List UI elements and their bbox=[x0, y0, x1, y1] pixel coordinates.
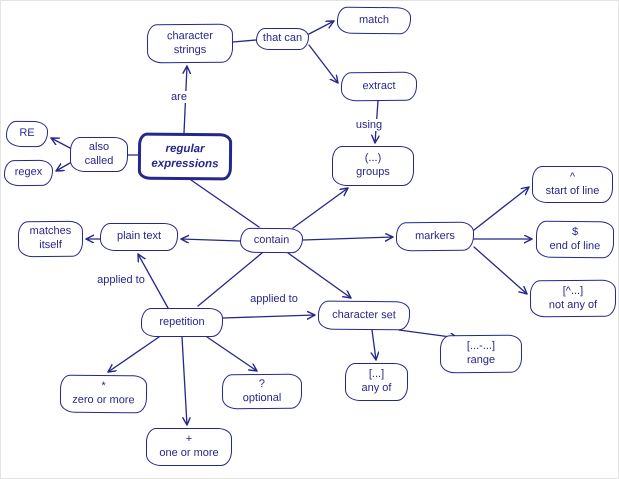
node-label: start of line bbox=[545, 184, 600, 197]
edge-repetition--plain-text bbox=[138, 254, 169, 309]
node-label: ^ bbox=[569, 170, 576, 183]
node-label: contain bbox=[253, 233, 290, 246]
node-label: repetition bbox=[159, 315, 205, 328]
node-label: plain text bbox=[116, 230, 162, 243]
node-markers[interactable]: markers bbox=[395, 221, 475, 252]
node-extract[interactable]: extract bbox=[340, 71, 418, 102]
node-label: that can bbox=[262, 32, 303, 45]
node-label: character bbox=[166, 29, 213, 42]
node-not-any-of[interactable]: [^...]not any of bbox=[529, 279, 617, 318]
node-label: * bbox=[101, 380, 106, 393]
edge-regular-expressions--contain bbox=[190, 179, 260, 228]
node-label: $ bbox=[571, 225, 579, 238]
edge-also-called--re bbox=[51, 138, 71, 149]
node-label: regex bbox=[14, 166, 43, 179]
node-label: [...-...] bbox=[466, 340, 496, 353]
node-label: ? bbox=[258, 377, 266, 390]
node-label: expressions bbox=[151, 157, 219, 170]
node-label: strings bbox=[173, 43, 207, 56]
link-label-using[interactable]: using bbox=[352, 119, 386, 131]
node-zero-or-more[interactable]: *zero or more bbox=[59, 374, 148, 414]
node-label: one or more bbox=[159, 447, 219, 459]
node-that-can[interactable]: that can bbox=[256, 28, 309, 50]
edge-also-called--regex bbox=[56, 162, 71, 171]
node-label: groups bbox=[356, 166, 390, 178]
edge-repetition--zero-or-more bbox=[108, 336, 160, 372]
edge-that-can--match bbox=[308, 21, 334, 35]
node-any-of[interactable]: [...]any of bbox=[345, 363, 408, 401]
node-label: (...) bbox=[364, 152, 382, 165]
node-re[interactable]: RE bbox=[5, 120, 49, 148]
node-plain-text[interactable]: plain text bbox=[100, 223, 178, 251]
node-optional[interactable]: ?optional bbox=[221, 373, 303, 410]
node-contain[interactable]: contain bbox=[239, 227, 304, 254]
edge-contain--repetition bbox=[197, 252, 263, 307]
node-label: zero or more bbox=[72, 393, 135, 407]
node-label: optional bbox=[242, 391, 282, 404]
node-label: match bbox=[358, 13, 390, 26]
edge-contain--groups bbox=[292, 188, 348, 229]
node-label: range bbox=[466, 353, 496, 367]
node-start-of-line[interactable]: ^start of line bbox=[532, 166, 613, 203]
edge-that-can--extract bbox=[308, 44, 338, 83]
node-regex[interactable]: regex bbox=[3, 159, 54, 187]
link-label-applied-to-character-set[interactable]: applied to bbox=[247, 293, 301, 305]
node-label: character set bbox=[332, 308, 396, 321]
edge-repetition--character-set bbox=[222, 315, 315, 318]
node-label: regular bbox=[165, 142, 205, 156]
node-label: also bbox=[88, 140, 110, 153]
node-label: + bbox=[185, 433, 193, 446]
node-label: [^...] bbox=[562, 284, 584, 297]
node-end-of-line[interactable]: $end of line bbox=[535, 220, 615, 259]
edge-contain--markers bbox=[302, 237, 393, 240]
edge-contain--plain-text bbox=[181, 239, 241, 241]
node-label: markers bbox=[415, 229, 455, 242]
edge-markers--start-of-line bbox=[473, 187, 529, 231]
edge-repetition--optional bbox=[206, 336, 257, 371]
node-label: RE bbox=[19, 127, 35, 140]
node-one-or-more[interactable]: +one or more bbox=[146, 428, 232, 466]
node-range[interactable]: [...-...]range bbox=[439, 334, 523, 374]
node-label: [...] bbox=[368, 368, 385, 381]
node-repetition[interactable]: repetition bbox=[141, 308, 223, 337]
node-label: not any of bbox=[548, 298, 598, 311]
node-label: itself bbox=[39, 238, 62, 252]
node-label: any of bbox=[361, 382, 392, 394]
node-label: matches bbox=[29, 225, 72, 238]
node-label: end of line bbox=[549, 239, 601, 252]
edge-markers--not-any-of bbox=[473, 246, 527, 294]
edge-contain--character-set bbox=[287, 252, 351, 298]
node-character-set[interactable]: character set bbox=[317, 300, 411, 331]
edge-repetition--one-or-more bbox=[181, 336, 187, 425]
link-label-applied-to-plain-text[interactable]: applied to bbox=[94, 274, 148, 286]
node-label: called bbox=[84, 154, 114, 167]
edge-character-strings--that-can bbox=[232, 39, 257, 43]
edge-character-set--any-of bbox=[372, 329, 376, 360]
node-match[interactable]: match bbox=[336, 6, 412, 35]
node-label: extract bbox=[362, 79, 396, 92]
link-label-are[interactable]: are bbox=[168, 91, 190, 103]
node-groups[interactable]: (...)groups bbox=[332, 146, 414, 186]
